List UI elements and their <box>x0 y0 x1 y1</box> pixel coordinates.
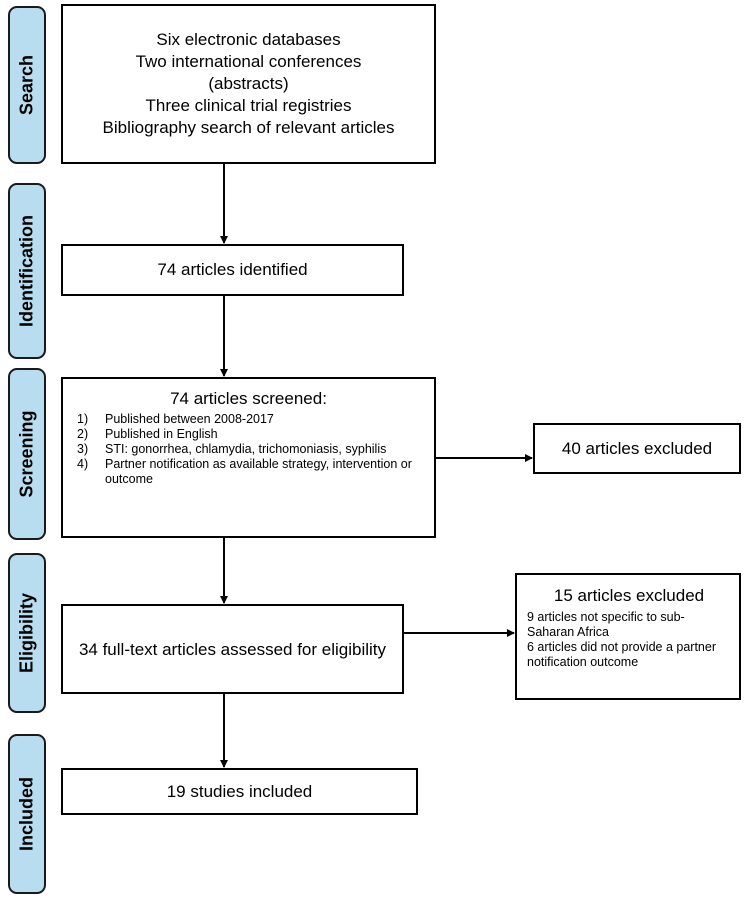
screening-box: 74 articles screened: 1) Published betwe… <box>61 377 436 538</box>
criteria-number: 3) <box>77 442 89 456</box>
included-text: 19 studies included <box>166 781 313 801</box>
eligibility-excluded-box: 15 articles excluded 9 articles not spec… <box>515 573 741 700</box>
screening-title: 74 articles screened: <box>170 389 327 408</box>
eligibility-excluded-title: 15 articles excluded <box>553 586 705 605</box>
criteria-item: 2) Published in English <box>77 427 420 442</box>
screening-excluded-box: 40 articles excluded <box>533 423 741 474</box>
screening-excluded-text: 40 articles excluded <box>561 438 713 458</box>
search-line-conferences: Two international conferences <box>135 52 362 71</box>
eligibility-box: 34 full-text articles assessed for eligi… <box>61 604 404 694</box>
search-line-abstracts: (abstracts) <box>208 74 289 93</box>
identification-text: 74 articles identified <box>157 260 308 279</box>
criteria-item: 4) Partner notification as available str… <box>77 457 420 487</box>
criteria-item: 3) STI: gonorrhea, chlamydia, trichomoni… <box>77 442 420 457</box>
eligibility-excluded-reason: 9 articles not specific to sub-Saharan A… <box>527 610 685 639</box>
identification-box: 74 articles identified <box>61 244 404 296</box>
screening-criteria-list: 1) Published between 2008-2017 2) Publis… <box>77 412 420 487</box>
search-line-bibliography: Bibliography search of relevant articles <box>102 118 395 137</box>
criteria-text: Published between 2008-2017 <box>105 412 274 426</box>
criteria-number: 1) <box>77 412 89 426</box>
search-line-databases: Six electronic databases <box>156 30 341 49</box>
included-box: 19 studies included <box>61 768 418 815</box>
criteria-number: 4) <box>77 457 89 471</box>
stage-tab-search: Search <box>8 6 46 164</box>
search-sources-box: Six electronic databases Two internation… <box>61 4 436 164</box>
search-line-registries: Three clinical trial registries <box>145 96 352 115</box>
criteria-number: 2) <box>77 427 89 441</box>
stage-tab-screening: Screening <box>8 368 46 540</box>
criteria-item: 1) Published between 2008-2017 <box>77 412 420 427</box>
criteria-text: STI: gonorrhea, chlamydia, trichomoniasi… <box>105 442 387 456</box>
stage-tab-eligibility: Eligibility <box>8 553 46 713</box>
stage-tab-included: Included <box>8 734 46 894</box>
criteria-text: Partner notification as available strate… <box>105 457 412 486</box>
criteria-text: Published in English <box>105 427 218 441</box>
eligibility-excluded-reason: 6 articles did not provide a partner not… <box>527 640 716 669</box>
stage-tab-identification: Identification <box>8 183 46 359</box>
eligibility-text: 34 full-text articles assessed for eligi… <box>78 639 387 659</box>
